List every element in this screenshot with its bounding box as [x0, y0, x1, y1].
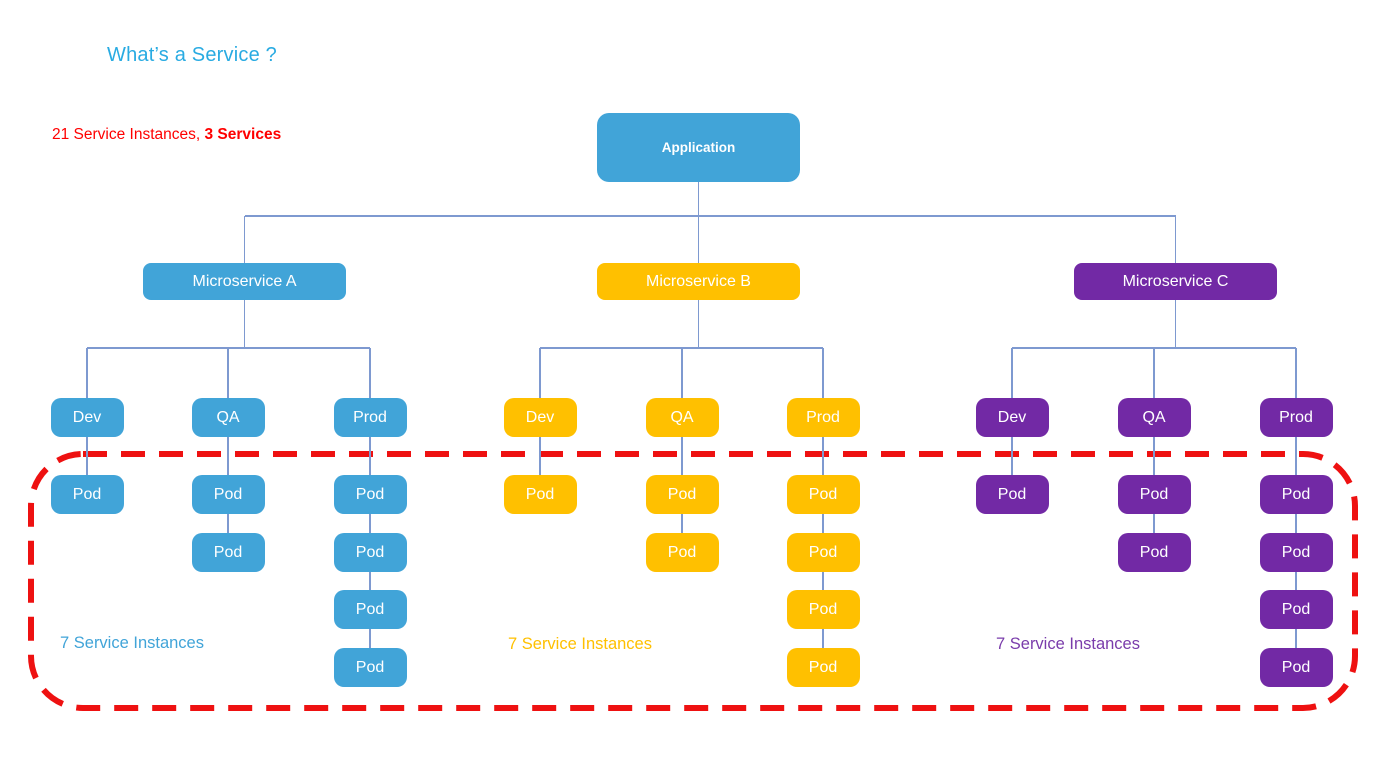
page-title: What’s a Service ?	[107, 44, 277, 67]
connector-app-stem	[697, 182, 700, 216]
connector-pod-to-pod	[1295, 514, 1297, 533]
environment-node: Dev	[50, 398, 124, 437]
pod-node: Pod	[645, 475, 719, 514]
connector-to-microservice	[697, 216, 700, 263]
pod-node: Pod	[975, 475, 1049, 514]
connector-pod-to-pod	[1153, 514, 1155, 533]
connector-env-to-pod	[1153, 437, 1155, 475]
service-instances-label: 7 Service Instances	[508, 635, 652, 653]
environment-node: Dev	[975, 398, 1049, 437]
pod-node: Pod	[786, 533, 860, 572]
pod-node: Pod	[333, 475, 407, 514]
environment-node: QA	[1117, 398, 1191, 437]
connector-pod-to-pod	[369, 629, 371, 648]
connector-pod-to-pod	[1295, 629, 1297, 648]
connector-to-environment	[86, 348, 88, 398]
connector-pod-to-pod	[822, 572, 824, 590]
service-instances-label: 7 Service Instances	[996, 635, 1140, 653]
summary-normal: 21 Service Instances,	[52, 126, 205, 143]
connector-to-environment	[539, 348, 541, 398]
pod-node: Pod	[333, 533, 407, 572]
connector-env-to-pod	[681, 437, 683, 475]
pod-node: Pod	[1259, 475, 1333, 514]
environment-node: Prod	[333, 398, 407, 437]
pod-node: Pod	[333, 648, 407, 687]
environment-node: QA	[191, 398, 265, 437]
pod-node: Pod	[1259, 590, 1333, 629]
pod-node: Pod	[333, 590, 407, 629]
connector-level1-bus	[244, 215, 1176, 217]
pod-node: Pod	[645, 533, 719, 572]
connector-pod-to-pod	[369, 514, 371, 533]
connector-to-microservice	[1174, 216, 1177, 263]
pod-node: Pod	[503, 475, 577, 514]
pod-node: Pod	[50, 475, 124, 514]
application-node: Application	[597, 113, 800, 182]
connector-ms-stem	[1174, 300, 1177, 348]
connector-pod-to-pod	[822, 514, 824, 533]
page-title-text: What’s a Service ?	[107, 44, 277, 66]
connector-to-microservice	[243, 216, 246, 263]
microservice-node: Microservice C	[1074, 263, 1277, 300]
microservice-node: Microservice A	[143, 263, 346, 300]
connector-to-environment	[1153, 348, 1155, 398]
connector-to-environment	[1295, 348, 1297, 398]
pod-node: Pod	[786, 475, 860, 514]
environment-node: Prod	[786, 398, 860, 437]
connector-ms-stem	[243, 300, 246, 348]
pod-node: Pod	[1117, 533, 1191, 572]
pod-node: Pod	[191, 533, 265, 572]
pod-node: Pod	[1117, 475, 1191, 514]
connector-to-environment	[822, 348, 824, 398]
microservice-node: Microservice B	[597, 263, 800, 300]
connector-pod-to-pod	[227, 514, 229, 533]
pod-node: Pod	[786, 648, 860, 687]
connector-env-to-pod	[1011, 437, 1013, 475]
connector-env-to-pod	[1295, 437, 1297, 475]
connector-to-environment	[227, 348, 229, 398]
environment-node: Dev	[503, 398, 577, 437]
connector-env-to-pod	[822, 437, 824, 475]
connector-pod-to-pod	[369, 572, 371, 590]
connector-pod-to-pod	[681, 514, 683, 533]
pod-node: Pod	[1259, 648, 1333, 687]
connector-to-environment	[681, 348, 683, 398]
summary-text: 21 Service Instances, 3 Services	[52, 126, 281, 144]
summary-bold: 3 Services	[204, 126, 282, 143]
connector-env-to-pod	[539, 437, 541, 475]
service-instances-label: 7 Service Instances	[60, 634, 204, 652]
pod-node: Pod	[191, 475, 265, 514]
pod-node: Pod	[786, 590, 860, 629]
connector-env-to-pod	[369, 437, 371, 475]
environment-node: Prod	[1259, 398, 1333, 437]
connector-ms-stem	[697, 300, 700, 348]
connector-pod-to-pod	[822, 629, 824, 648]
environment-node: QA	[645, 398, 719, 437]
connector-env-to-pod	[86, 437, 88, 475]
connector-to-environment	[1011, 348, 1013, 398]
connector-to-environment	[369, 348, 371, 398]
pod-node: Pod	[1259, 533, 1333, 572]
connector-env-to-pod	[227, 437, 229, 475]
connector-pod-to-pod	[1295, 572, 1297, 590]
